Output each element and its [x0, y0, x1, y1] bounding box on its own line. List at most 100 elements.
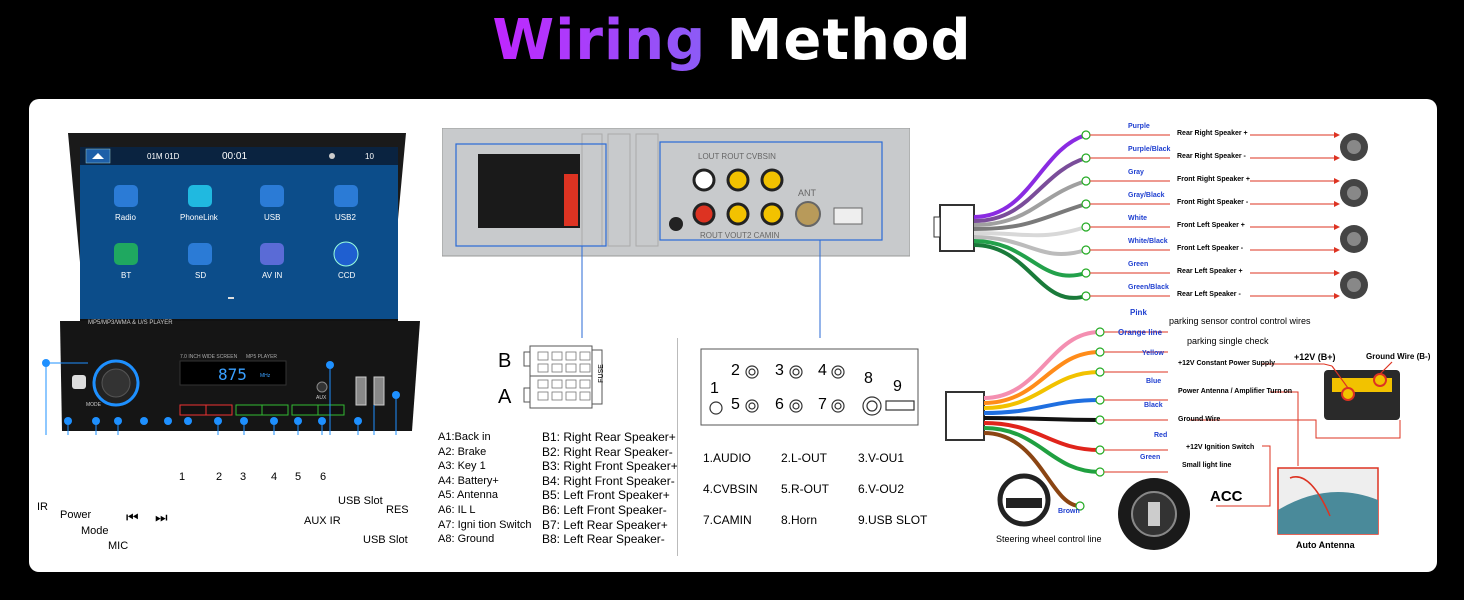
callout-usb-slot-1: USB Slot: [338, 495, 383, 507]
battery-ground-label: Ground Wire (B-): [1366, 352, 1431, 361]
power-wire-color-label: Brown: [1058, 508, 1080, 515]
power-wire: [983, 426, 1101, 474]
iso-row-b-label: B: [498, 350, 512, 372]
arrow-head: [1334, 178, 1340, 184]
iso-a-pin-list: A1:Back in A2: Brake A3: Key 1 A4: Batte…: [438, 430, 532, 547]
callout-5: 5: [295, 471, 302, 483]
usb-app-icon: [260, 185, 284, 207]
wire-joint: [1081, 222, 1091, 232]
iso-b-pin: B6: Left Front Speaker-: [542, 502, 667, 517]
speaker-wire: [973, 225, 1087, 238]
next-track-icon: ⏭: [155, 509, 168, 525]
status-volume: 10: [365, 152, 374, 161]
power-wiring-diagram: [945, 327, 1401, 550]
rca-legend-item: 6.V-OU2: [858, 482, 905, 496]
power-wire-function-label: Power Antenna / Amplifier Turn on: [1178, 388, 1293, 395]
rca-num-7: 7: [818, 396, 827, 413]
callout-res: RES: [386, 504, 409, 516]
avin-app-icon: [260, 243, 284, 265]
lcd-frequency: 875: [218, 365, 247, 384]
ccd-app-icon: [333, 241, 359, 267]
iso-a-pin: A6: IL L: [438, 503, 476, 516]
phonelink-app-icon: [188, 185, 212, 207]
battery-plus-label: +12V (B+): [1294, 352, 1336, 362]
speaker-wire-function-label: Front Right Speaker +: [1177, 176, 1250, 183]
connection-arrow: [1270, 391, 1299, 466]
rear-top-text: LOUT ROUT CVBSIN: [698, 152, 776, 161]
iso-b-pin: B1: Right Rear Speaker+: [542, 430, 676, 444]
callout-6: 6: [320, 471, 327, 483]
rca-legend-item: 5.R-OUT: [781, 482, 829, 496]
power-wire-function-label: Ground Wire: [1178, 416, 1221, 423]
speaker-wire-color-label: Purple: [1128, 123, 1150, 130]
power-wire: [983, 431, 1081, 508]
power-wire-color-label: Yellow: [1142, 350, 1164, 357]
app-label-avin: AV IN: [262, 271, 283, 280]
speaker-wire-color-label: White/Black: [1128, 238, 1168, 245]
arrow-head: [1334, 155, 1340, 161]
aux-jack: [316, 381, 328, 393]
speaker-wire-color-label: Gray/Black: [1128, 192, 1165, 199]
power-wire: [983, 416, 1101, 422]
speaker-wire-function-label: Front Right Speaker -: [1177, 199, 1249, 206]
rear-panel: LOUT ROUT CVBSIN ROUT VOUT2 CAMIN ANT: [441, 127, 911, 260]
wire-joint: [1095, 347, 1105, 357]
speaker-wire: [973, 235, 1087, 256]
iso-b-pin: B4: Right Front Speaker-: [542, 473, 675, 488]
steering-wheel-label: Steering wheel control line: [996, 534, 1102, 544]
speaker-wire: [973, 243, 1087, 300]
iso-a-pin: A5: Antenna: [438, 489, 498, 502]
rca-legend-item: 4.CVBSIN: [703, 482, 758, 496]
rca-num-5: 5: [731, 396, 740, 413]
iso-a-pin: A2: Brake: [438, 445, 487, 458]
power-wire-function-label: parking single check: [1187, 336, 1269, 346]
speaker-wire: [973, 179, 1087, 227]
speaker-icon: [1340, 225, 1368, 253]
page-title: Wiring Method: [0, 8, 1464, 73]
mic-status-icon: [329, 153, 335, 159]
arrow-head: [1334, 201, 1340, 207]
power-wire-function-label: +12V Constant Power Supply: [1178, 360, 1276, 367]
app-label-phonelink: PhoneLink: [180, 213, 218, 222]
power-wire-color-label: Red: [1154, 432, 1168, 439]
speaker-wire-function-label: Rear Left Speaker -: [1177, 291, 1241, 298]
power-wire-function-label: +12V Ignition Switch: [1186, 444, 1255, 451]
rca-jacks-photo: [669, 168, 863, 231]
iso-b-pin-list: B1: Right Rear Speaker+ B2: Right Rear S…: [542, 430, 678, 547]
app-label-sd: SD: [195, 271, 207, 280]
app-label-usb2: USB2: [335, 213, 356, 222]
speaker-icon: [1340, 133, 1368, 161]
wire-joint: [1081, 268, 1091, 278]
screen-display: [80, 147, 398, 319]
mode-button-label: MODE: [86, 402, 101, 408]
bezel-text: MP5/MP3/WMA & U/S PLAYER: [88, 320, 173, 326]
radio-unit: 01M 01D 00:01 10 Radio PhoneLink USB USB…: [37, 125, 420, 552]
wire-joint: [1081, 245, 1091, 255]
speaker-wire-function-label: Front Left Speaker +: [1177, 222, 1245, 229]
callout-aux-ir: AUX IR: [304, 515, 341, 527]
screen-caption-right: MP5 PLAYER: [246, 354, 278, 360]
steering-wheel-icon: [997, 473, 1051, 527]
rca-schematic-drawing: [700, 348, 919, 426]
lcd-unit: MHz: [260, 373, 271, 379]
rca-num-3: 3: [775, 362, 784, 379]
wire-joint: [1081, 176, 1091, 186]
power-wire-color-label: Blue: [1146, 378, 1162, 385]
iso-a-pin: A1:Back in: [438, 431, 491, 443]
callout-ir: IR: [37, 501, 48, 513]
speaker-wire: [973, 202, 1087, 231]
wire-joint: [1081, 291, 1091, 301]
speaker-wire: [973, 133, 1087, 219]
iso-a-pin: A8: Ground: [438, 533, 495, 546]
speaker-wire: [973, 239, 1087, 278]
power-wire: [983, 330, 1101, 400]
rca-num-1: 1: [710, 380, 719, 397]
wire-joint: [1095, 445, 1105, 455]
status-time: 00:01: [222, 151, 248, 162]
iso-b-pin: B7: Left Rear Speaker+: [542, 517, 668, 532]
power-wire-function-label: Small light line: [1182, 462, 1232, 469]
iso-b-pin: B3: Right Front Speaker+: [542, 459, 678, 474]
callout-4: 4: [271, 471, 278, 483]
wire-joint: [1095, 367, 1105, 377]
app-label-radio: Radio: [115, 213, 136, 222]
